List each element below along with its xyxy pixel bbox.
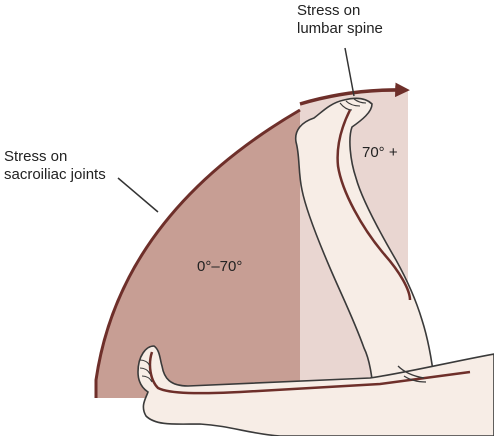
sacroiliac-joints-label: Stress on sacroiliac joints bbox=[4, 148, 106, 184]
sacroiliac-stress-arc bbox=[94, 108, 301, 398]
lumbar-leader-line bbox=[344, 47, 355, 97]
raised-leg-contour bbox=[336, 109, 412, 301]
resting-leg-contour bbox=[148, 351, 471, 395]
range-0-70-label: 0°–70° bbox=[197, 258, 243, 275]
sacroiliac-leader-line bbox=[117, 177, 159, 213]
lumbar-stress-arrow bbox=[299, 82, 410, 106]
main-range-sector bbox=[96, 110, 300, 398]
raised-foot-toes bbox=[339, 98, 367, 111]
sacroiliac-label-line1: Stress on bbox=[4, 148, 68, 165]
range-70-plus-label: 70° + bbox=[362, 144, 398, 161]
lumbar-label-line1: Stress on bbox=[297, 2, 361, 19]
lumbar-spine-label: Stress on lumbar spine bbox=[297, 2, 383, 38]
lumbar-label-line2: lumbar spine bbox=[297, 20, 383, 37]
sacroiliac-label-line2: sacroiliac joints bbox=[4, 166, 106, 183]
knee-crease bbox=[397, 365, 427, 383]
resting-foot-toes bbox=[139, 359, 153, 383]
raised-leg bbox=[294, 97, 437, 423]
